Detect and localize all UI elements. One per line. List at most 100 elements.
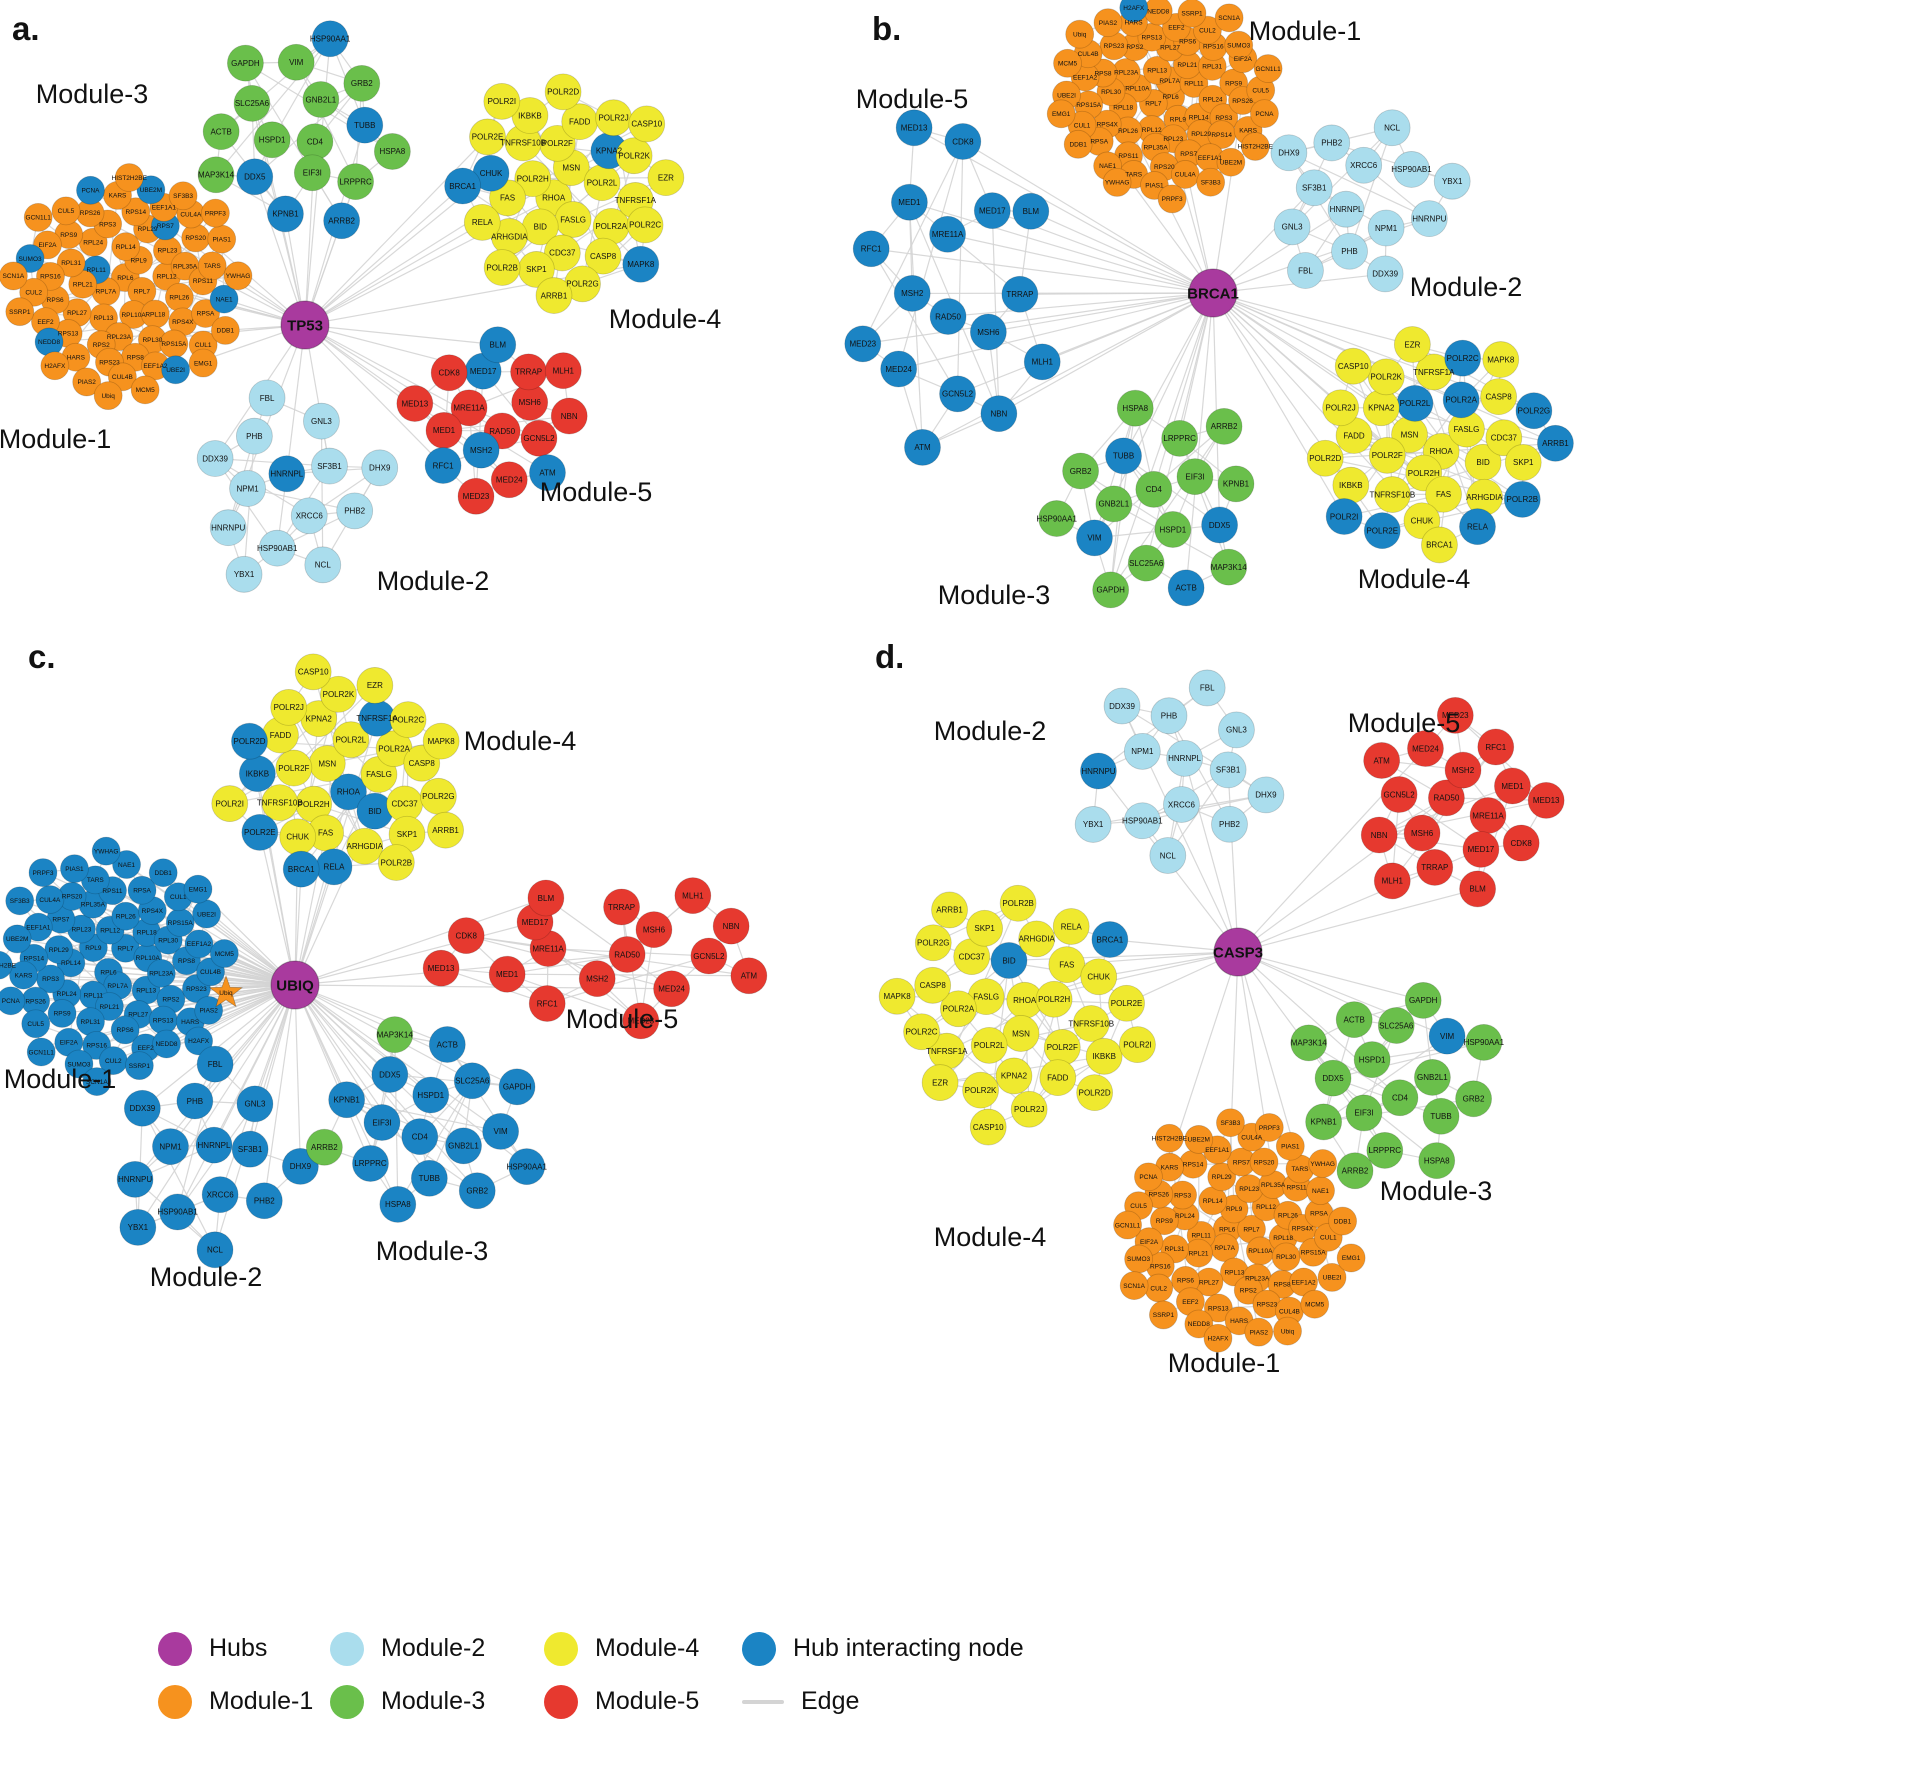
gene-label: SSRP1 xyxy=(129,1063,151,1070)
gene-label: POLR2L xyxy=(1400,399,1431,408)
gene-label: HNRNPL xyxy=(1330,205,1363,214)
gene-node xyxy=(508,1148,546,1185)
gene-node xyxy=(653,970,690,1008)
gene-label: RELA xyxy=(1467,522,1489,531)
gene-label: ACTB xyxy=(1344,1015,1365,1024)
gene-node xyxy=(1317,1262,1347,1292)
gene-label: POLR2K xyxy=(323,690,355,699)
gene-label: EEF2 xyxy=(1168,25,1185,32)
gene-label: MAP3K14 xyxy=(377,1030,414,1039)
gene-label: RPS8 xyxy=(178,958,195,965)
gene-label: RPS23 xyxy=(186,986,207,993)
gene-label: RPS4X xyxy=(142,908,164,915)
gene-label: RPS8 xyxy=(1094,70,1111,77)
gene-node xyxy=(1012,192,1050,230)
gene-label: ARRB1 xyxy=(1542,439,1569,448)
gene-node xyxy=(1205,407,1243,445)
gene-label: RPS23 xyxy=(1257,1301,1278,1308)
gene-label: MRE11A xyxy=(1472,811,1504,820)
gene-node xyxy=(123,1089,161,1127)
legend-item-hub-interacting-node: Hub interacting node xyxy=(742,1631,1172,1666)
gene-node xyxy=(1502,824,1540,862)
module-label: Module-2 xyxy=(1410,272,1523,302)
gene-label: POLR2L xyxy=(587,178,618,187)
gene-label: POLR2L xyxy=(974,1041,1005,1050)
gene-label: POLR2F xyxy=(1372,451,1403,460)
gene-node xyxy=(1436,696,1474,734)
gene-node xyxy=(904,428,941,466)
gene-node xyxy=(891,183,928,221)
gene-label: GRB2 xyxy=(351,79,373,88)
gene-label: CASP8 xyxy=(590,252,617,261)
gene-node xyxy=(514,160,552,198)
gene-node xyxy=(1184,1309,1214,1339)
gene-label: FASLG xyxy=(560,215,586,224)
gene-node xyxy=(1218,711,1255,749)
gene-label: RPL24 xyxy=(1175,1213,1195,1220)
gene-node xyxy=(428,1026,466,1063)
gene-label: NAE1 xyxy=(1099,163,1116,170)
gene-label: RPS6 xyxy=(117,1027,134,1034)
gene-node xyxy=(1404,982,1442,1019)
gene-node xyxy=(1196,167,1226,197)
gene-node xyxy=(1503,480,1541,518)
gene-label: PHB2 xyxy=(254,1197,275,1206)
gene-node xyxy=(197,156,235,194)
gene-label: RPS26 xyxy=(1232,98,1253,105)
gene-label: IKBKB xyxy=(1339,481,1363,490)
gene-label: RPL23 xyxy=(71,926,91,933)
gene-node xyxy=(1421,526,1458,564)
gene-label: LRPPRC xyxy=(1369,1146,1402,1155)
gene-node xyxy=(248,379,286,417)
gene-label: RPL13 xyxy=(136,987,156,994)
gene-label: HNRNPL xyxy=(270,470,303,479)
gene-label: SLC25A6 xyxy=(1379,1021,1414,1030)
gene-label: GRB2 xyxy=(1463,1095,1485,1104)
gene-node xyxy=(225,555,263,593)
gene-label: ACTB xyxy=(437,1040,458,1049)
gene-label: SSRP1 xyxy=(1153,1312,1175,1319)
gene-node xyxy=(258,529,296,567)
gene-label: POLR2J xyxy=(1014,1105,1044,1114)
gene-node xyxy=(445,1127,482,1165)
gene-label: PHB xyxy=(1341,247,1357,256)
gene-label: SKP1 xyxy=(526,265,547,274)
gene-label: CUL2 xyxy=(105,1058,122,1065)
gene-label: HSPD1 xyxy=(1359,1055,1386,1064)
gene-label: HNRNPU xyxy=(1412,214,1446,223)
gene-node xyxy=(528,985,566,1022)
gene-node xyxy=(9,960,38,990)
gene-label: POLR2C xyxy=(629,221,661,230)
gene-label: DHX9 xyxy=(1255,791,1277,800)
gene-node xyxy=(236,1085,274,1123)
gene-label: HARS xyxy=(1125,20,1144,27)
gene-label: RPL21 xyxy=(99,1004,119,1011)
gene-node xyxy=(690,937,728,975)
gene-label: RPS11 xyxy=(1118,153,1138,160)
gene-label: EMG1 xyxy=(1342,1255,1361,1262)
gene-label: FAS xyxy=(1436,490,1451,499)
gene-label: RFC1 xyxy=(433,461,454,470)
gene-node xyxy=(1413,1059,1451,1096)
gene-node xyxy=(1345,1094,1383,1132)
gene-node xyxy=(72,367,102,397)
gene-label: PRPF3 xyxy=(1162,196,1183,203)
gene-node xyxy=(940,990,977,1028)
gene-label: RPL31 xyxy=(1165,1246,1185,1253)
gene-label: EEF1A1 xyxy=(1198,155,1223,162)
gene-label: GNL3 xyxy=(1226,726,1247,735)
gene-label: GAPDH xyxy=(1409,996,1438,1005)
gene-label: RELA xyxy=(472,218,494,227)
legend-item-module-2: Module-2 xyxy=(330,1631,544,1666)
gene-label: EEF1A1 xyxy=(26,924,51,931)
module-label: Module-5 xyxy=(540,477,653,507)
gene-label: SKP1 xyxy=(1513,458,1534,467)
module-label: Module-1 xyxy=(1249,16,1362,46)
gene-label: RPL7A xyxy=(96,289,117,296)
gene-label: RPS2 xyxy=(162,997,179,1004)
gene-label: NPM1 xyxy=(159,1142,182,1151)
gene-label: UBE2I xyxy=(166,367,185,374)
gene-node xyxy=(1335,1001,1373,1038)
gene-label: CDK8 xyxy=(952,137,974,146)
gene-label: POLR2G xyxy=(566,280,598,289)
